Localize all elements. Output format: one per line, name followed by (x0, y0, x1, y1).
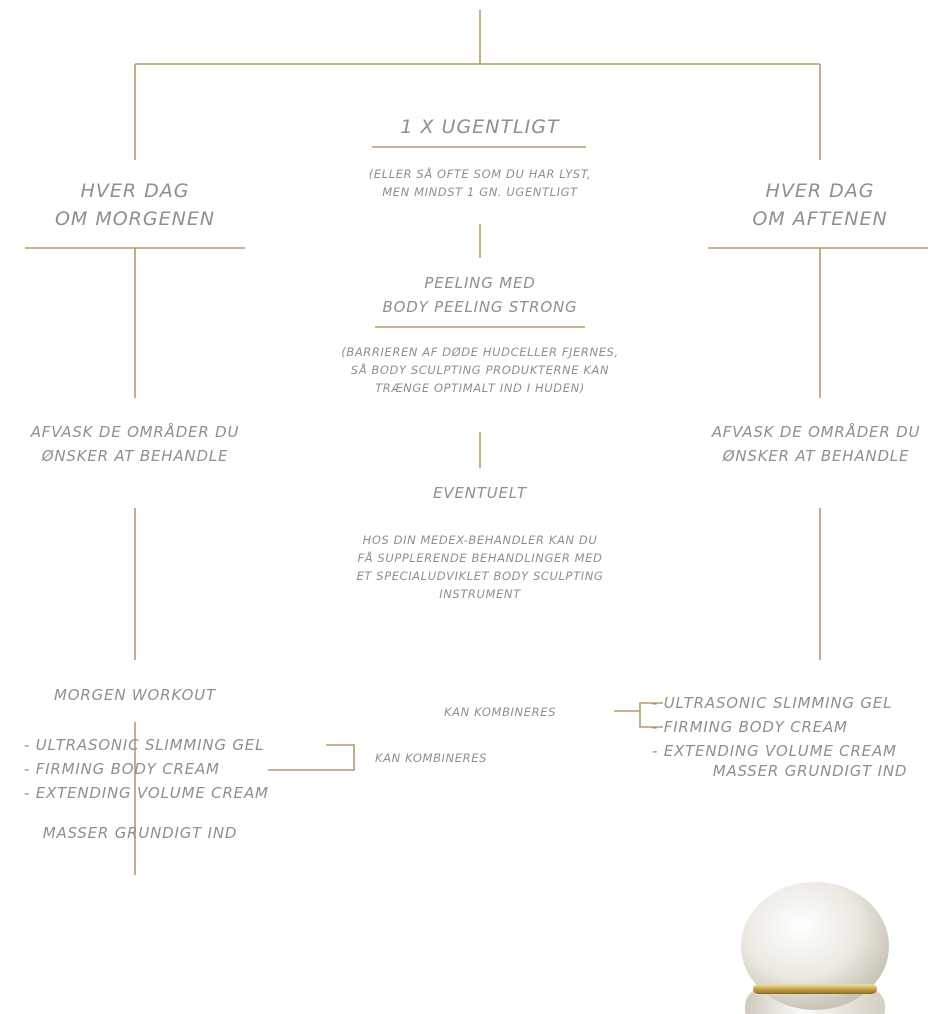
evening-combine-label: KAN KOMBINERES (444, 705, 556, 719)
product-item: - EXTENDING VOLUME CREAM (24, 784, 269, 802)
product-item: - ULTRASONIC SLIMMING GEL (652, 694, 893, 712)
frequency-weekly: 1 X UGENTLIGT (400, 116, 560, 138)
morning-combine-label: KAN KOMBINERES (375, 751, 487, 765)
morning-workout-step: MORGEN WORKOUT (54, 686, 216, 704)
morning-wash-step: AFVASK DE OMRÅDER DU ØNSKER AT BEHANDLE (30, 423, 240, 465)
frequency-note: (ELLER SÅ OFTE SOM DU HAR LYST, MEN MIND… (368, 167, 592, 199)
morning-combine-bracket (268, 744, 355, 771)
evening-massage-step: MASSER GRUNDIGT IND (712, 762, 908, 780)
evening-title: HVER DAG OM AFTENEN (752, 180, 888, 230)
product-bottle-image (725, 880, 905, 1014)
morning-products-list: - ULTRASONIC SLIMMING GEL - FIRMING BODY… (24, 733, 269, 805)
optional-note: HOS DIN MEDEX-BEHANDLER KAN DU FÅ SUPPLE… (356, 533, 604, 601)
peeling-step: PEELING MED BODY PEELING STRONG (382, 274, 578, 316)
product-item: - FIRMING BODY CREAM (24, 760, 220, 778)
evening-wash-step: AFVASK DE OMRÅDER DU ØNSKER AT BEHANDLE (711, 423, 921, 465)
optional-step: EVENTUELT (433, 484, 527, 502)
product-item: - EXTENDING VOLUME CREAM (652, 742, 897, 760)
morning-massage-step: MASSER GRUNDIGT IND (42, 824, 238, 842)
morning-title: HVER DAG OM MORGENEN (54, 180, 216, 230)
evening-combine-bracket (614, 702, 663, 728)
evening-products-list: - ULTRASONIC SLIMMING GEL - FIRMING BODY… (652, 691, 897, 763)
product-item: - ULTRASONIC SLIMMING GEL (24, 736, 265, 754)
product-item: - FIRMING BODY CREAM (652, 718, 848, 736)
peeling-note: (BARRIEREN AF DØDE HUDCELLER FJERNES, SÅ… (341, 345, 619, 395)
